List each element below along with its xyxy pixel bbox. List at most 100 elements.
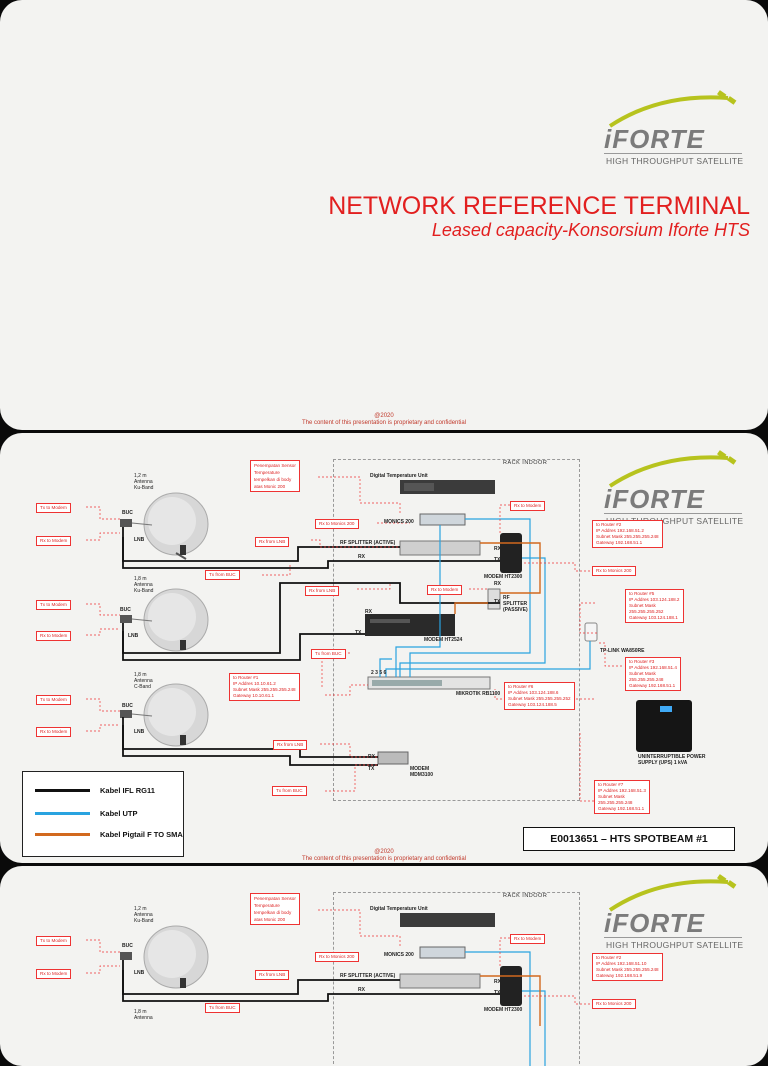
tag-rx-lnb-3: Rx from LNB <box>273 740 308 750</box>
buc-label-1: BUC <box>122 943 133 949</box>
tag-tx-buc-3: Tx from BUC <box>272 786 307 796</box>
brand-name: iFORTE <box>604 908 705 938</box>
tag-rx-modem-3: Rx to Modem <box>36 727 72 737</box>
modem-ht2300-label: MODEM HT2300 <box>484 574 523 580</box>
brand-tagline: HIGH THROUGHPUT SATELLITE <box>606 940 744 950</box>
tag-rx-modem-4: Rx to Modem <box>427 585 463 595</box>
footer-text: The content of this presentation is prop… <box>301 856 467 862</box>
pigtail-cables <box>480 975 541 1026</box>
rack-indoor-frame <box>333 892 580 1066</box>
monics-label: MONICS 200 <box>384 952 414 958</box>
tag-rx-monics-2: Rx to Monics 200 <box>592 999 636 1009</box>
ups-unit <box>636 700 692 752</box>
tag-rx-modem-1: Rx to Modem <box>36 969 72 979</box>
terminal-code: E0013651 – HTS SPOTBEAM #1 <box>523 827 735 851</box>
buc-label-1: BUC <box>122 510 133 516</box>
iforte-logo: iFORTE HIGH THROUGHPUT SATELLITE <box>600 88 750 168</box>
rx-label-2: RX <box>494 979 501 985</box>
modem-ht2300 <box>500 966 522 1006</box>
rx-label-1: RX <box>358 554 365 560</box>
legend-swatch-blue <box>35 812 90 815</box>
tag-rx-lnb-1: Rx from LNB <box>255 970 290 980</box>
slide-diagram: iFORTE HIGH THROUGHPUT SATELLITE RACK IN… <box>0 433 768 863</box>
rx-label-3: RX <box>494 581 501 587</box>
cable-legend: Kabel IFL RG11 Kabel UTP Kabel Pigtail F… <box>22 771 184 857</box>
rf-splitter-active <box>399 973 481 989</box>
tag-tx-modem-2: Tx to Modem <box>36 600 71 610</box>
satellite-swoosh-icon <box>608 450 737 488</box>
slide-diagram-2: iFORTE HIGH THROUGHPUT SATELLITE RACK IN… <box>0 866 768 1066</box>
buc-label-3: BUC <box>122 703 133 709</box>
modem-ht2524 <box>365 614 455 636</box>
dtu-label: Digital Temperature Unit <box>370 473 428 479</box>
modem-mdm3100 <box>377 751 409 765</box>
logo-divider <box>604 153 742 154</box>
modem-ht2300 <box>500 533 522 573</box>
ifl-cables <box>122 960 500 1002</box>
tag-rx-monics-2: Rx to Monics 200 <box>592 566 636 576</box>
legend-item-utp: Kabel UTP <box>35 809 185 818</box>
page-subtitle: Leased capacity-Konsorsium Iforte HTS <box>431 220 750 240</box>
tx-label-2: TX <box>494 599 501 605</box>
footer: @2020 The content of this presentation i… <box>0 413 768 427</box>
tag-tx-buc-1: Tx from BUC <box>205 570 240 580</box>
brand-tagline: HIGH THROUGHPUT SATELLITE <box>606 156 744 166</box>
brand-name: iFORTE <box>604 484 705 514</box>
tag-rx-monics-1: Rx to Monics 200 <box>315 952 359 962</box>
mikrotik-label: MIKROTIK RB1100 <box>456 691 501 697</box>
lnb-label-2: LNB <box>128 633 139 639</box>
lnb-label-1: LNB <box>134 970 145 976</box>
iforte-logo: iFORTE HIGH THROUGHPUT SATELLITE <box>600 448 750 528</box>
tplink-label: TP-LINK WA850RE <box>600 648 645 654</box>
antenna-dish-1 <box>120 925 209 989</box>
modem-ht2300-label: MODEM HT2300 <box>484 1007 523 1013</box>
tx-label-1: TX <box>494 557 501 563</box>
tag-rx-modem-5: Rx to Modem <box>510 934 546 944</box>
tag-tx-buc-1: Tx from BUC <box>205 1003 240 1013</box>
tag-rx-modem-1: Rx to Modem <box>36 536 72 546</box>
legend-swatch-black <box>35 789 90 792</box>
monics-label: MONICS 200 <box>384 519 414 525</box>
digital-temperature-unit <box>400 480 495 494</box>
tag-rx-monics-1: Rx to Monics 200 <box>315 519 359 529</box>
tag-rx-lnb-2: Rx from LNB <box>305 586 340 596</box>
modem-mdm3100-label: MODEM MDM3100 <box>410 766 434 778</box>
tag-rx-modem-5: Rx to Modem <box>510 501 546 511</box>
antenna-dish-1 <box>120 492 209 560</box>
satellite-swoosh-icon <box>608 90 737 128</box>
digital-temperature-unit <box>400 913 495 927</box>
page-title: NETWORK REFERENCE TERMINAL <box>328 192 750 220</box>
ups-label: UNINTERRUPTIBLE POWER SUPPLY (UPS) 1 kVA <box>638 754 706 766</box>
tag-rx-modem-2: Rx to Modem <box>36 631 72 641</box>
monics-200 <box>419 513 466 526</box>
brand-tagline: HIGH THROUGHPUT SATELLITE <box>606 516 744 526</box>
logo-divider <box>604 513 742 514</box>
footer-year: @2020 <box>374 413 394 419</box>
tx-label-3: TX <box>355 630 362 636</box>
tx-label-1: TX <box>494 990 501 996</box>
rack-label: RACK INDOOR <box>503 460 548 466</box>
antenna-dish-2 <box>120 588 209 652</box>
wiring-diagram-2 <box>86 909 590 1066</box>
logo-divider <box>604 937 742 938</box>
lnb-label-3: LNB <box>134 729 145 735</box>
tag-tx-modem-3: Tx to Modem <box>36 695 71 705</box>
tag-tx-modem-1: Tx to Modem <box>36 503 71 513</box>
pigtail-cables <box>454 542 541 614</box>
rack-indoor-frame <box>333 459 580 801</box>
buc-label-2: BUC <box>120 607 131 613</box>
rx-label-5: RX <box>368 754 375 760</box>
tag-tx-buc-2: Tx from BUC <box>311 649 346 659</box>
wiring-diagram <box>86 476 692 802</box>
antenna-dish-3 <box>120 683 209 747</box>
